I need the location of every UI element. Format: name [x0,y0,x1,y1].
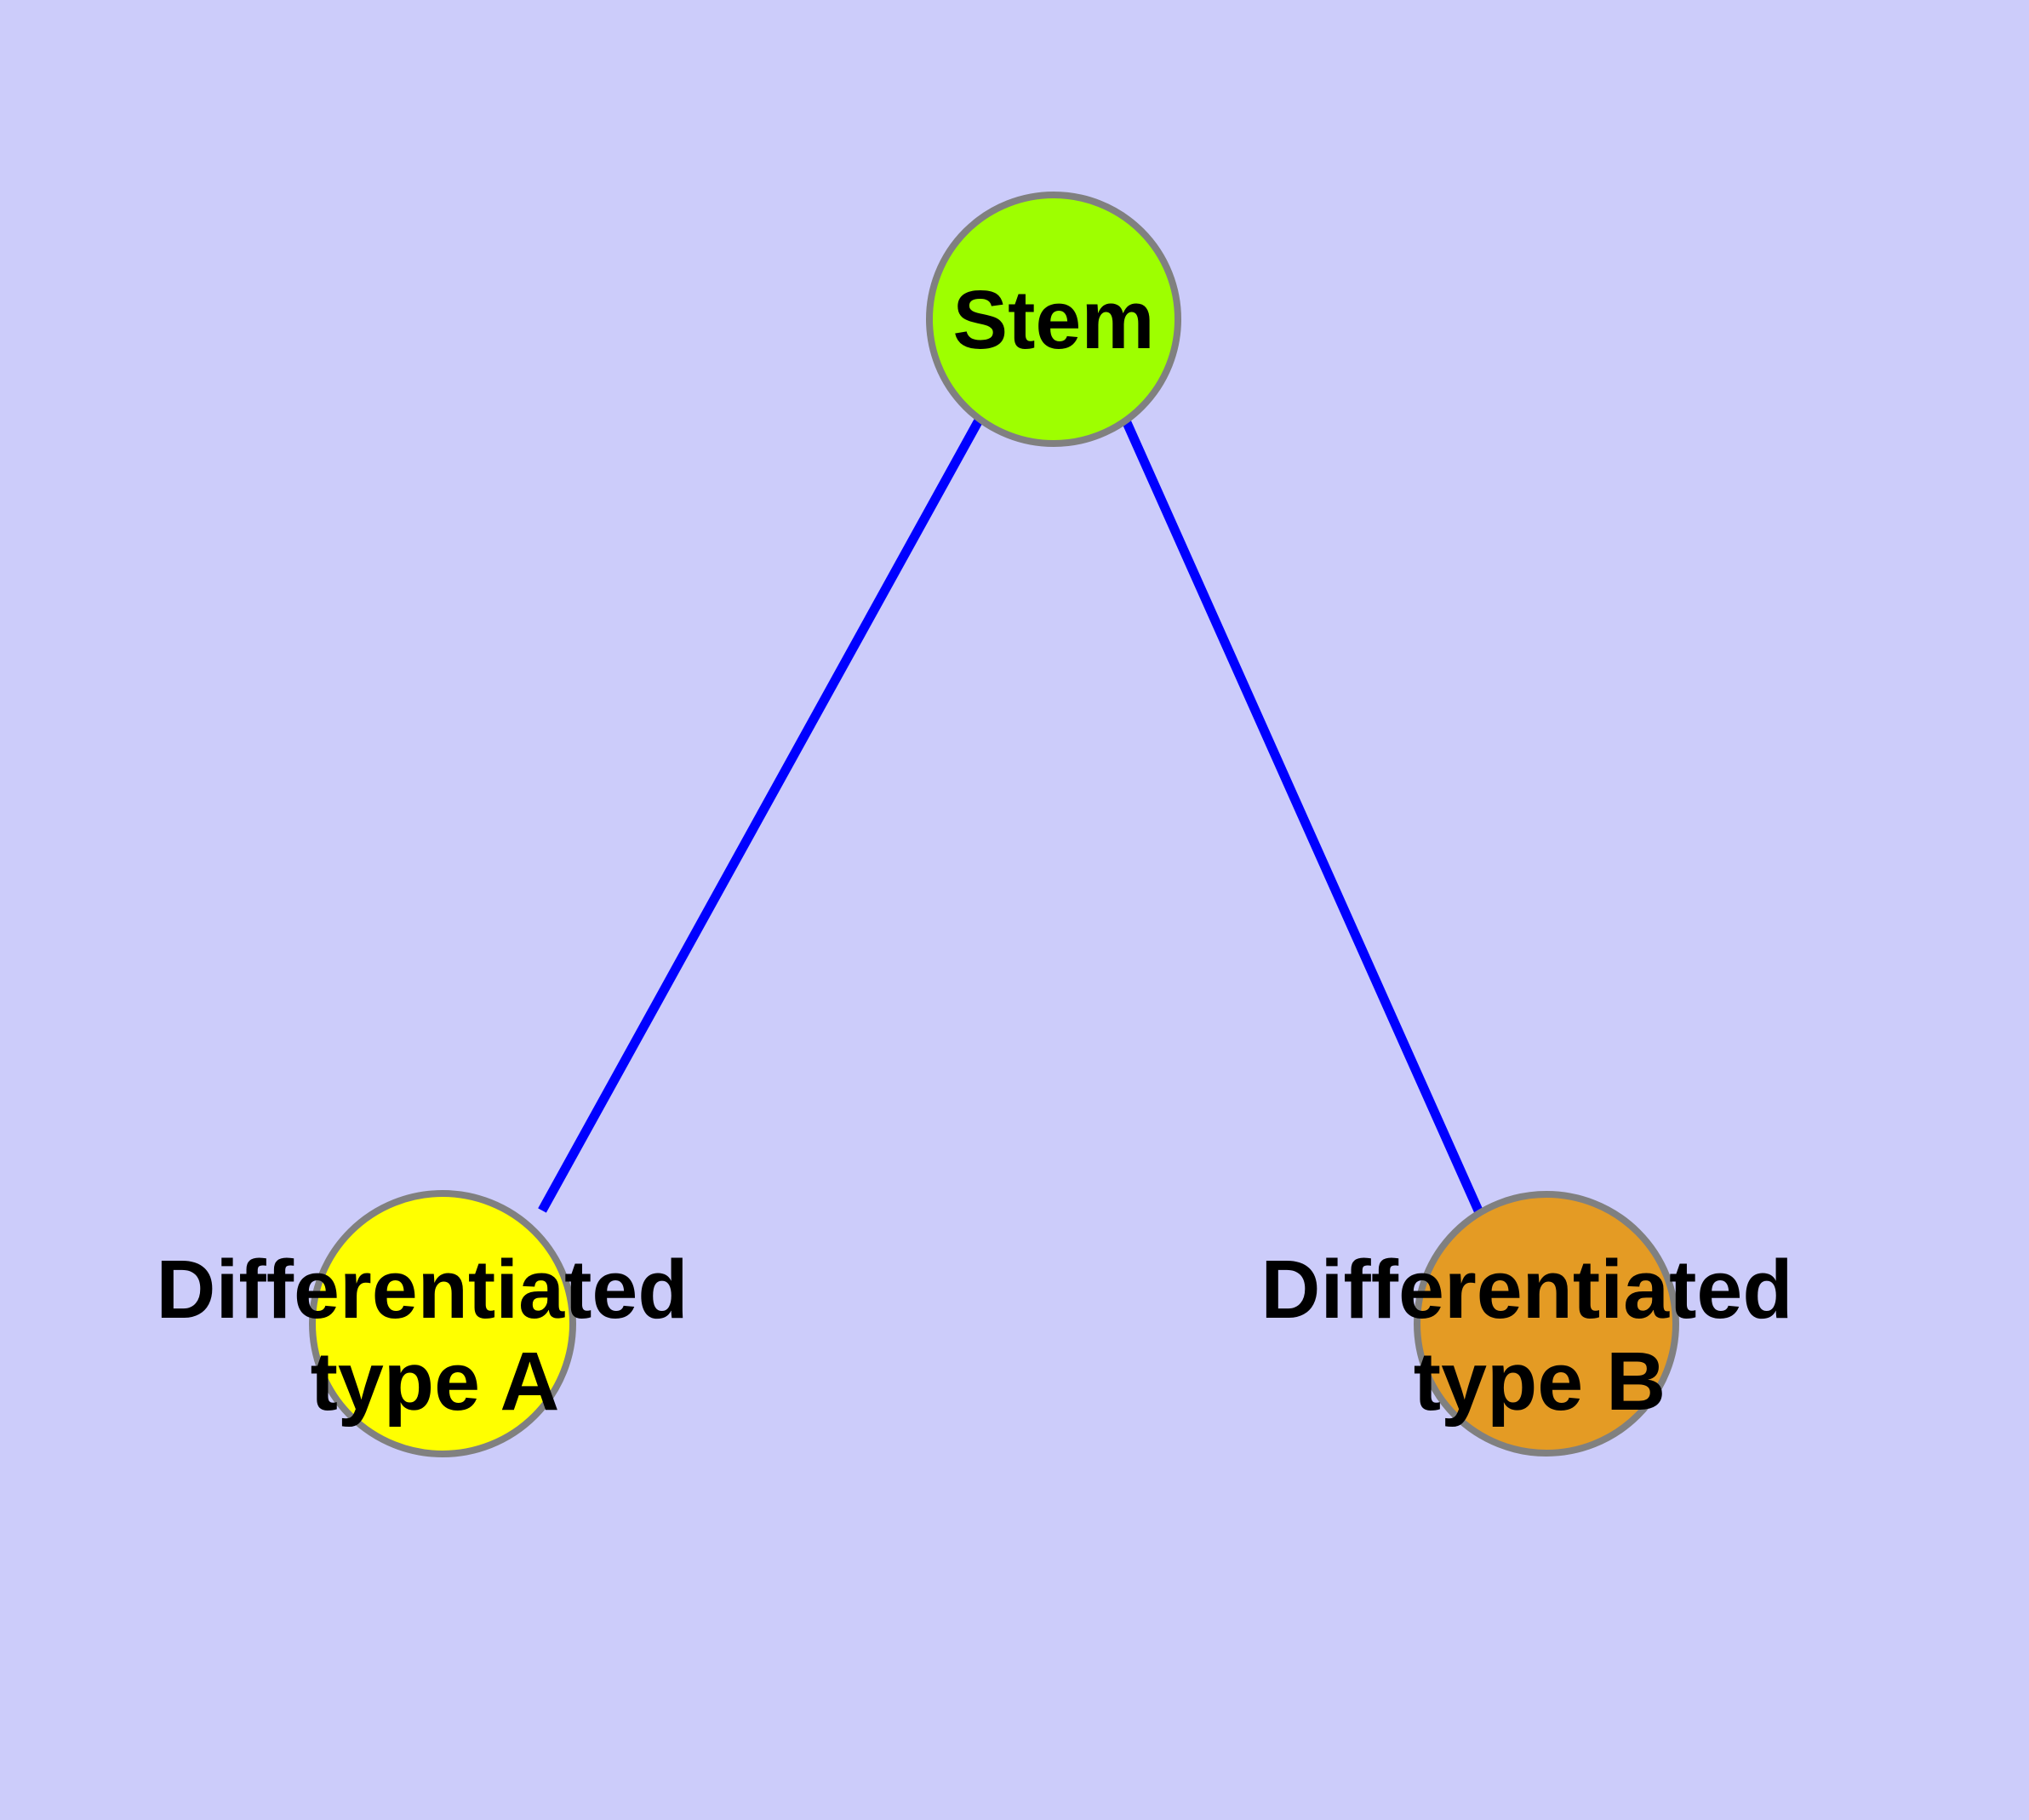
node-differentiated-type-b[interactable] [1414,1191,1679,1457]
node-differentiated-type-a-circle[interactable] [309,1190,576,1457]
node-stem[interactable] [926,192,1181,447]
node-differentiated-type-b-label-line2: type B [1414,1335,1666,1428]
node-differentiated-type-a-label-line1: Differentiated [156,1243,688,1336]
edge-stem-to-differentiated-type-a[interactable] [538,416,984,1213]
node-differentiated-type-b-label-line1: Differentiated [1260,1243,1792,1336]
label-layer: Stem Differentiated type A Differentiate… [156,273,1792,1428]
node-stem-label: Stem [952,273,1154,366]
edge-stem-to-differentiated-type-b[interactable] [1120,416,1490,1228]
node-layer [309,192,1679,1457]
node-differentiated-type-b-circle[interactable] [1414,1191,1679,1457]
node-stem-circle[interactable] [926,192,1181,447]
node-differentiated-type-a-label-line2: type A [311,1335,560,1428]
edge-layer [538,416,1490,1228]
node-differentiated-type-a[interactable] [309,1190,576,1457]
